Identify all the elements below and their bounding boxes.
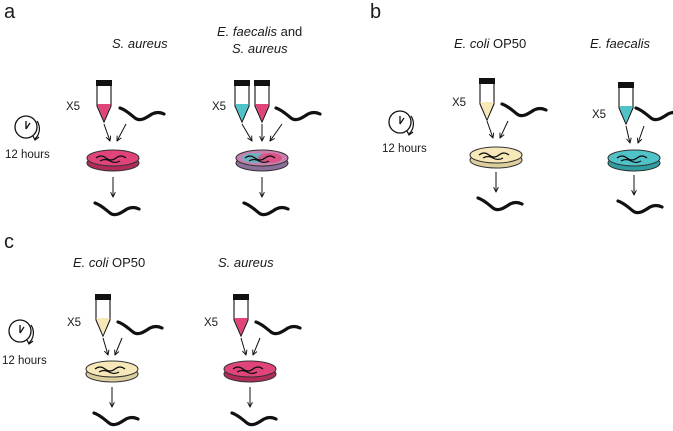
tube-icon bbox=[234, 80, 250, 124]
title-a2-line1: E. faecalis and bbox=[217, 24, 302, 39]
tube-icon bbox=[233, 294, 249, 338]
arrow-icon bbox=[103, 123, 110, 141]
panel-b-col2: E. faecalis X5 bbox=[590, 36, 673, 215]
petri-dish-icon bbox=[223, 360, 277, 383]
worm-icon bbox=[500, 102, 548, 118]
multiplier-b2: X5 bbox=[592, 109, 606, 121]
panel-label-c: c bbox=[4, 231, 14, 253]
multiplier-c1: X5 bbox=[67, 317, 81, 329]
panel-c-col2: S. aureus X5 bbox=[204, 255, 302, 427]
worm-icon bbox=[230, 411, 278, 427]
title-c1: E. coli OP50 bbox=[73, 255, 145, 270]
worm-icon bbox=[476, 196, 524, 212]
tube-icon bbox=[95, 294, 111, 338]
panel-c: c 12 hours E. coli OP50 X5 S. aureus bbox=[2, 231, 302, 427]
arrow-icon bbox=[102, 337, 108, 355]
worm-icon bbox=[616, 199, 664, 215]
panel-a-col1: S. aureus X5 bbox=[66, 36, 168, 217]
clock-icon bbox=[8, 319, 35, 345]
title-a1: S. aureus bbox=[112, 36, 168, 51]
time-label-a: 12 hours bbox=[5, 149, 50, 161]
panel-c-col1: E. coli OP50 X5 bbox=[67, 255, 164, 427]
arrow-icon bbox=[486, 120, 493, 138]
panel-b: b 12 hours E. coli OP50 X5 E. faecalis bbox=[370, 1, 673, 215]
title-c2: S. aureus bbox=[218, 255, 274, 270]
petri-dish-icon bbox=[469, 146, 523, 169]
petri-dish-icon bbox=[607, 149, 661, 172]
multiplier-b1: X5 bbox=[452, 97, 466, 109]
title-b2: E. faecalis bbox=[590, 36, 650, 51]
title-b1: E. coli OP50 bbox=[454, 36, 526, 51]
arrow-icon bbox=[625, 125, 630, 143]
title-a2-line2: S. aureus bbox=[232, 41, 288, 56]
tube-icon bbox=[479, 78, 495, 122]
time-label-c: 12 hours bbox=[2, 355, 47, 367]
panel-a: a 12 hours S. aureus X5 E. fa bbox=[4, 1, 322, 217]
arrow-icon bbox=[240, 337, 246, 355]
clock-icon bbox=[14, 115, 41, 141]
arrow-icon bbox=[500, 120, 509, 138]
time-label-b: 12 hours bbox=[382, 143, 427, 155]
tube-icon bbox=[96, 80, 112, 124]
worm-icon bbox=[274, 106, 322, 122]
arrow-icon bbox=[638, 125, 645, 143]
arrow-icon bbox=[115, 337, 123, 355]
worm-icon bbox=[254, 320, 302, 336]
panel-label-b: b bbox=[370, 1, 381, 23]
arrow-icon bbox=[270, 123, 283, 141]
petri-dish-icon bbox=[235, 149, 289, 172]
petri-dish-icon bbox=[85, 360, 139, 383]
multiplier-a1: X5 bbox=[66, 101, 80, 113]
arrow-icon bbox=[253, 337, 261, 355]
multiplier-c2: X5 bbox=[204, 317, 218, 329]
worm-icon bbox=[92, 411, 140, 427]
panel-b-col1: E. coli OP50 X5 bbox=[452, 36, 548, 212]
panel-label-a: a bbox=[4, 1, 16, 23]
petri-dish-icon bbox=[86, 149, 140, 172]
tube-icon bbox=[618, 82, 634, 126]
clock-icon bbox=[388, 110, 415, 136]
worm-icon bbox=[634, 106, 673, 122]
worm-icon bbox=[116, 320, 164, 336]
worm-icon bbox=[118, 106, 166, 122]
worm-icon bbox=[242, 201, 290, 217]
tube-icon bbox=[254, 80, 270, 124]
worm-icon bbox=[93, 201, 141, 217]
multiplier-a2: X5 bbox=[212, 101, 226, 113]
arrow-icon bbox=[241, 123, 252, 141]
panel-a-col2: E. faecalis and S. aureus X5 bbox=[212, 24, 322, 217]
arrow-icon bbox=[117, 123, 127, 141]
